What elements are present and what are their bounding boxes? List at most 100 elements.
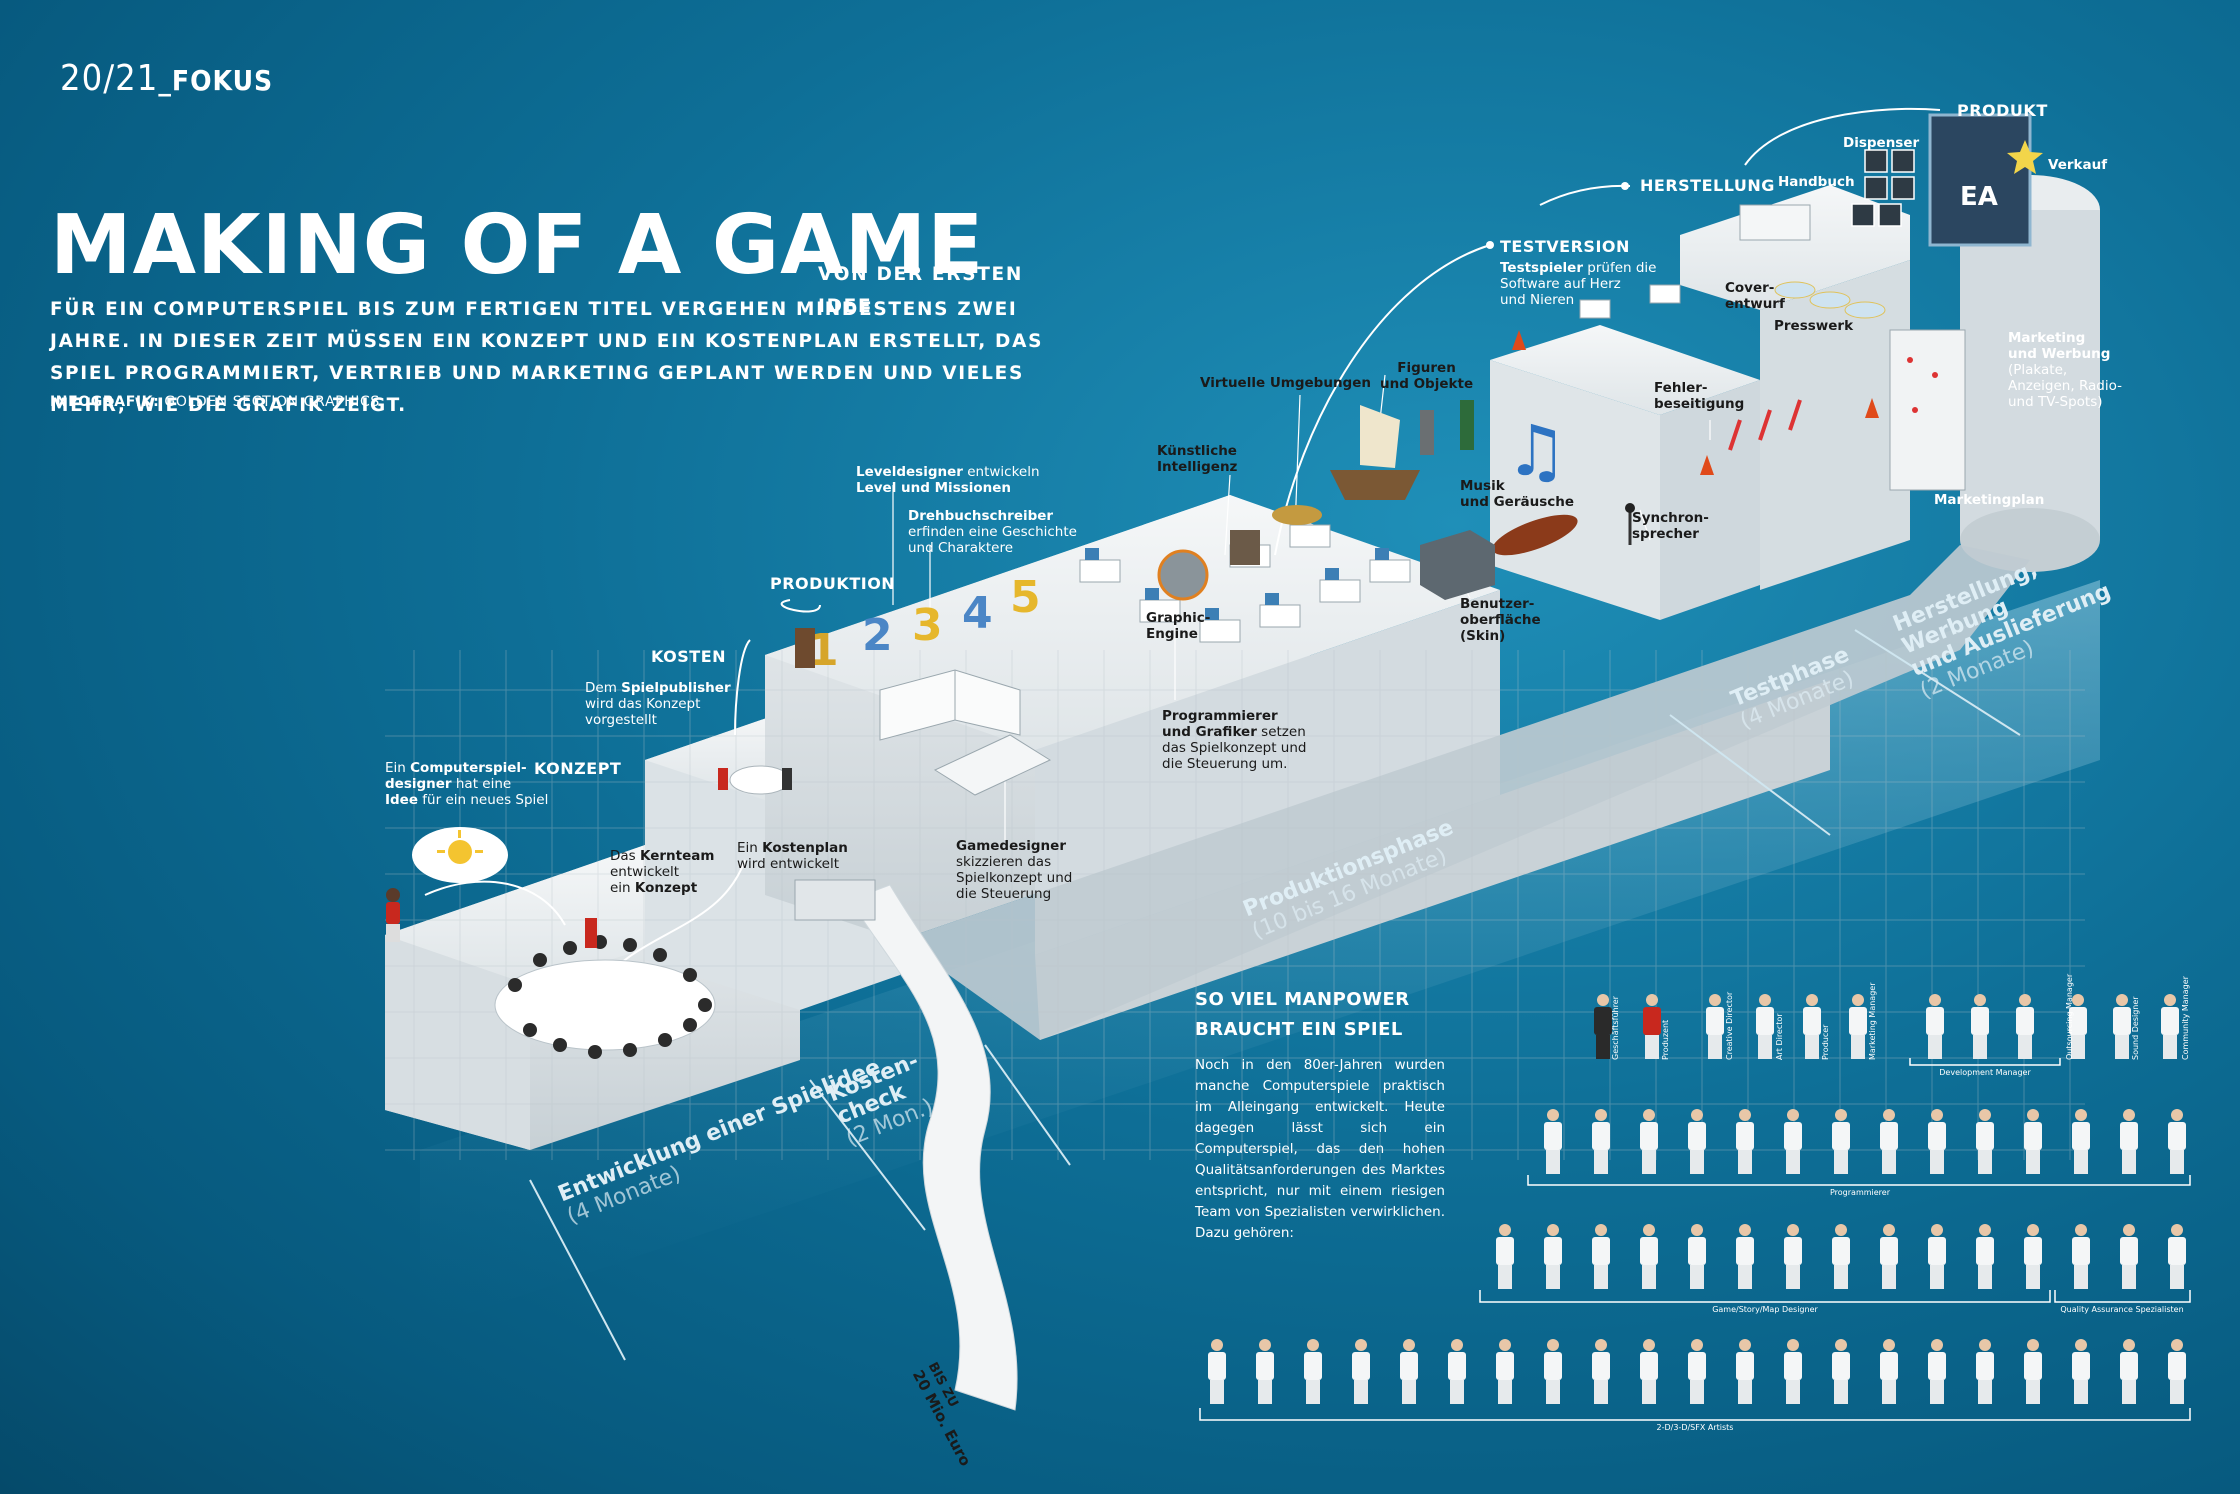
cd-discs (1774, 281, 1886, 319)
person-figure (1304, 1339, 1322, 1404)
role-label: Produzent (1661, 1020, 1670, 1060)
person-figure (2016, 994, 2034, 1059)
role-label: Sound Designer (2131, 996, 2140, 1060)
virtual-environment-house (1230, 530, 1260, 565)
publisher-table (729, 765, 791, 795)
person-figure (1688, 1224, 1706, 1289)
stage-testversion: TESTVERSION (1500, 237, 1630, 256)
publisher-logo: EA (1960, 182, 1998, 212)
role-label: Producer (1821, 1024, 1830, 1060)
person-figure (2072, 1224, 2090, 1289)
stage-markers (1486, 182, 1629, 249)
virtual-environment-object (1272, 505, 1322, 525)
person-figure (1544, 1224, 1562, 1289)
person-figure (1928, 1339, 1946, 1404)
person-figure (1756, 994, 1774, 1059)
label-presswerk: Presswerk (1774, 318, 1854, 334)
group-prog: Programmierer (1830, 1188, 1891, 1197)
violin-icon (1492, 514, 1578, 556)
person-figure (1832, 1339, 1850, 1404)
person-figure (2113, 994, 2131, 1059)
person-figure (1736, 1109, 1754, 1174)
label-synchronsprecher: Synchron-sprecher (1632, 510, 1709, 542)
person-figure (1880, 1339, 1898, 1404)
traffic-cones (1512, 330, 1879, 475)
person-figure (1976, 1109, 1994, 1174)
page-title: MAKING OF A GAME (50, 198, 985, 293)
role-label: Marketing Manager (1868, 982, 1877, 1060)
core-team-table (494, 959, 716, 1051)
phase-dividers (529, 629, 2021, 1361)
stage-konzept: KONZEPT (534, 759, 622, 778)
label-dispenser: Dispenser (1843, 135, 1920, 151)
person-figure (2168, 1339, 2186, 1404)
group-dev: Development Manager (1939, 1068, 2031, 1077)
person-figure (1832, 1224, 1850, 1289)
orc-figure (1460, 400, 1474, 450)
label-virtuelle-umgebungen: Virtuelle Umgebungen (1200, 375, 1371, 391)
printer (794, 879, 876, 921)
role-label: Outsourcing Manager (2065, 973, 2074, 1060)
lightbulb-icon (448, 840, 472, 864)
person-figure (2069, 994, 2087, 1059)
manpower-brackets (1199, 1058, 2191, 1421)
stage-produktion: PRODUKTION (770, 574, 896, 593)
person-figure (1928, 1109, 1946, 1174)
role-label: Geschäftsführer (1611, 995, 1620, 1060)
role-label: Creative Director (1725, 991, 1734, 1060)
person-figure (1594, 994, 1612, 1059)
role-labels: Geschäftsführer Produzent Creative Directo… (1611, 973, 2190, 1060)
person-figure (2168, 1109, 2186, 1174)
label-marketingplan: Marketingplan (1934, 492, 2045, 508)
lead-text: VON DER ERSTEN IDEE FÜR EIN COMPUTERSPIE… (50, 264, 1044, 416)
graphic-engine-sphere (1157, 549, 1209, 601)
label-fehlerbeseitigung: Fehler-beseitigung (1654, 380, 1745, 412)
stage-produkt: PRODUKT (1957, 101, 2048, 120)
person-figure (1256, 1339, 1274, 1404)
monitor-screens (1085, 548, 1389, 620)
person-figure (1400, 1339, 1418, 1404)
person-figure (2024, 1224, 2042, 1289)
person-figure (1832, 1109, 1850, 1174)
svg-text:2: 2 (862, 610, 893, 661)
stage-herstellung: HERSTELLUNG (1640, 176, 1775, 195)
role-label: Community Manager (2181, 975, 2190, 1060)
person-figure (1643, 994, 1661, 1059)
person-figure (1971, 994, 1989, 1059)
svg-text:5: 5 (1010, 572, 1041, 623)
person-figure (1736, 1339, 1754, 1404)
group-game: Game/Story/Map Designer (1712, 1305, 1818, 1314)
person-figure (2024, 1339, 2042, 1404)
manual-machine (1739, 204, 1811, 241)
stage-kosten: KOSTEN (651, 647, 727, 666)
person-figure (2120, 1224, 2138, 1289)
person-figure (1928, 1224, 1946, 1289)
person-figure (1592, 1339, 1610, 1404)
person-figure (1784, 1109, 1802, 1174)
person-figure (1880, 1109, 1898, 1174)
sale-star-icon (2007, 140, 2043, 174)
group-qa: Quality Assurance Spezialisten (2060, 1305, 2183, 1314)
game-product-box (1928, 113, 2032, 247)
person-figure (1352, 1339, 1370, 1404)
stage-flow-arrows (424, 107, 1941, 986)
person-figure (1592, 1224, 1610, 1289)
dispenser-stack (1851, 149, 1915, 227)
person-figure (2072, 1109, 2090, 1174)
person-figure (1784, 1339, 1802, 1404)
person-figure (1592, 1109, 1610, 1174)
person-figure (1706, 994, 1724, 1059)
svg-text:4: 4 (962, 588, 993, 639)
team-chairs (508, 935, 712, 1059)
lightbulb-rays (437, 830, 483, 853)
